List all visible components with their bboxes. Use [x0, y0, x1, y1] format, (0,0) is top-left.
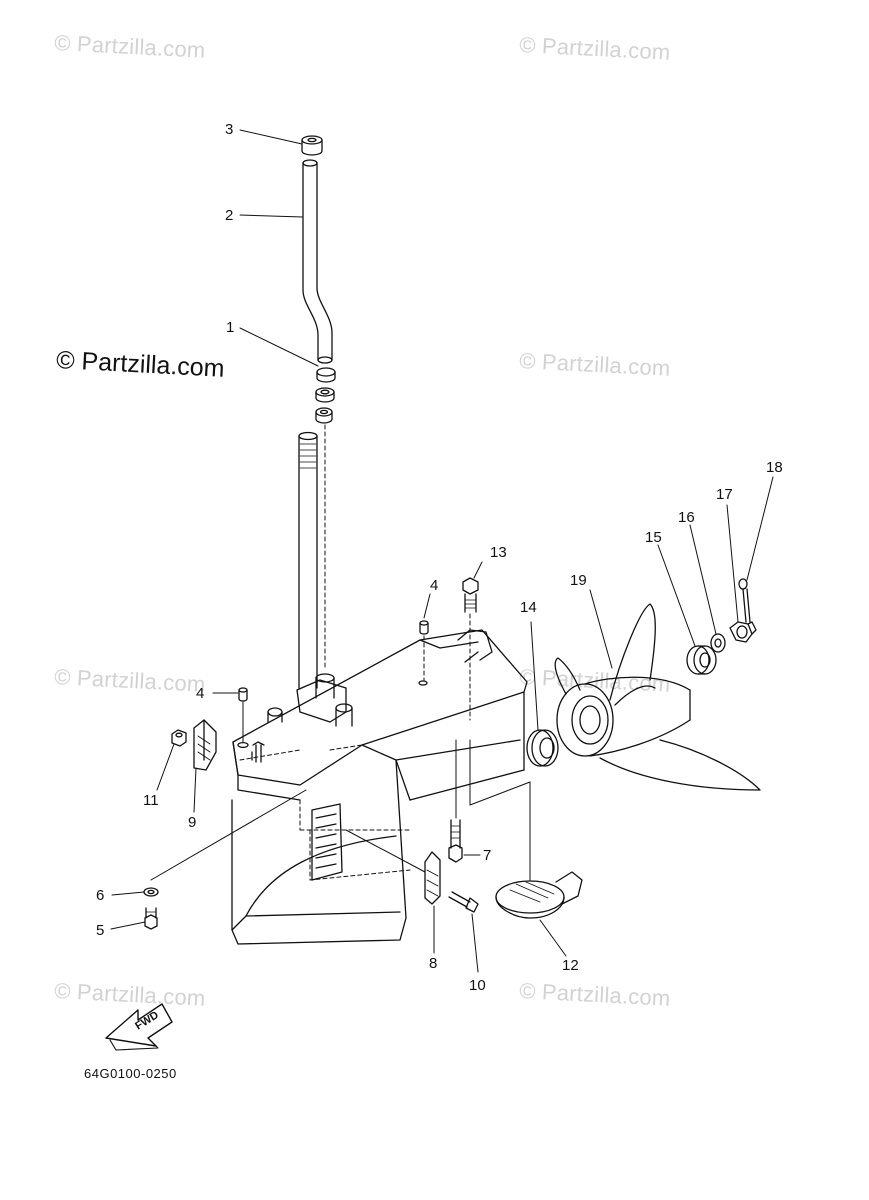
- callout-3: 3: [225, 121, 234, 138]
- part-3-grommet: [301, 135, 323, 156]
- leader-lines: [110, 129, 774, 973]
- part-5-bolt: [144, 907, 158, 930]
- callout-7: 7: [483, 847, 492, 864]
- part-15-spacer: [686, 645, 717, 675]
- callout-1: 1: [226, 319, 235, 336]
- part-6-washer: [143, 887, 159, 897]
- callout-18: 18: [766, 459, 783, 476]
- part-4-dowel-b: [238, 687, 248, 743]
- part-17-nut: [729, 621, 757, 643]
- callout-12: 12: [562, 957, 579, 974]
- part-7-bolt: [448, 739, 463, 863]
- callout-10: 10: [469, 977, 486, 994]
- fwd-arrow-icon: [105, 1003, 173, 1051]
- callout-11: 11: [143, 792, 159, 809]
- part-1-seals: [315, 367, 336, 424]
- part-11-nut: [171, 729, 187, 747]
- callout-19: 19: [570, 572, 587, 589]
- part-2-water-tube: [302, 159, 333, 364]
- callout-15: 15: [645, 529, 662, 546]
- part-16-washer: [710, 633, 726, 653]
- callout-8: 8: [429, 955, 438, 972]
- callout-9: 9: [188, 814, 197, 831]
- callout-2: 2: [225, 207, 234, 224]
- lower-casing: [231, 629, 528, 945]
- part-8-bracket: [345, 829, 441, 905]
- callout-5: 5: [96, 922, 105, 939]
- part-9-bracket: [193, 719, 217, 771]
- callout-4-top: 4: [430, 577, 439, 594]
- part-14-thrust-washer: [526, 729, 559, 767]
- callout-6: 6: [96, 887, 105, 904]
- callout-17: 17: [716, 486, 733, 503]
- part-12-anode: [469, 739, 583, 919]
- callout-4-left: 4: [196, 685, 205, 702]
- part-18-cotter-pin: [738, 578, 751, 623]
- diagram-code: 64G0100-0250: [84, 1066, 177, 1081]
- part-4-dowel-a: [419, 620, 429, 681]
- callout-16: 16: [678, 509, 695, 526]
- callout-14: 14: [520, 599, 537, 616]
- drive-shaft: [298, 431, 318, 689]
- part-10-screw: [448, 891, 479, 913]
- callout-13: 13: [490, 544, 507, 561]
- part-19-propeller: [554, 603, 761, 791]
- part-13-bolt: [462, 577, 479, 721]
